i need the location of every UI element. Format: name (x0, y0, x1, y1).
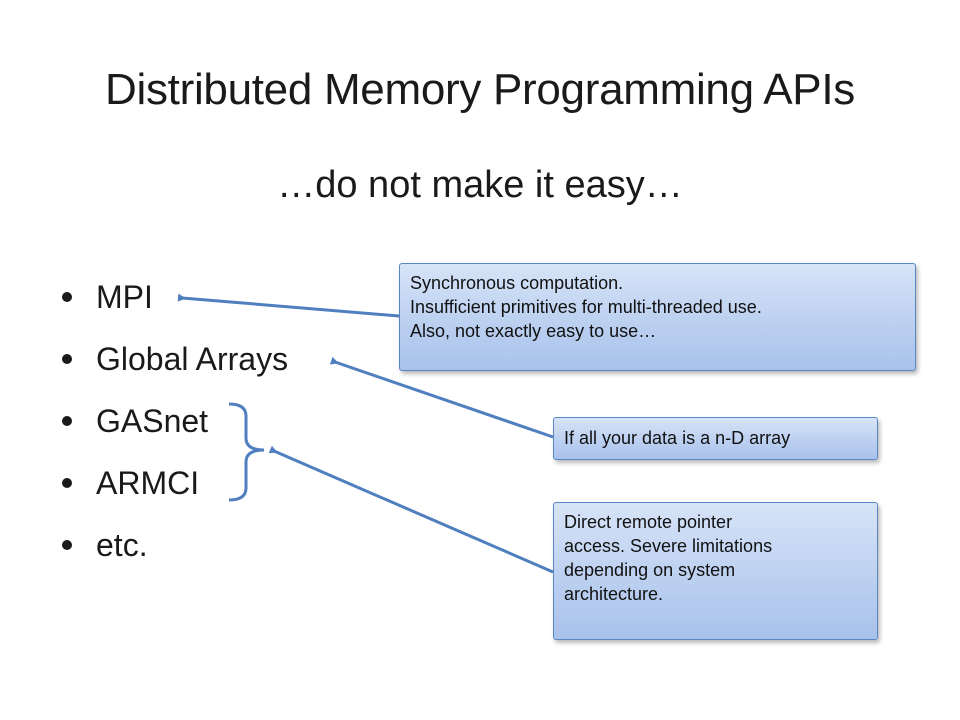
bullet-dot (62, 416, 72, 426)
bullet-item-gasnet: GASnet (58, 396, 288, 458)
bullet-text: GASnet (96, 403, 209, 439)
callout-line: access. Severe limitations (564, 536, 773, 556)
bullet-text: Global Arrays (96, 341, 289, 377)
callout-line: architecture. (564, 584, 664, 604)
slide-title: Distributed Memory Programming APIs (105, 65, 855, 114)
bullet-item-mpi: MPI (58, 272, 288, 334)
bullet-dot (62, 292, 72, 302)
callout-line: Insufficient primitives for multi-thread… (410, 297, 762, 317)
bullet-item-global-arrays: Global Arrays (58, 334, 288, 396)
callout-gasnet-armci-note: Direct remote pointer access. Severe lim… (553, 502, 878, 640)
bullet-item-etc: etc. (58, 520, 288, 582)
callout-line: Synchronous computation. (410, 273, 624, 293)
callout-mpi-note: Synchronous computation. Insufficient pr… (399, 263, 916, 371)
arrow-gasnet-armci (268, 445, 554, 574)
bullet-dot (62, 354, 72, 364)
arrow-global-arrays (329, 356, 554, 439)
callout-line: Also, not exactly easy to use… (410, 321, 657, 341)
bullet-text: ARMCI (96, 465, 200, 501)
bullet-list: MPI Global Arrays GASnet ARMCI etc. (58, 272, 288, 582)
slide-subtitle: …do not make it easy… (277, 164, 683, 206)
bullet-text: etc. (96, 527, 148, 563)
callout-global-arrays-note: If all your data is a n-D array (553, 417, 878, 460)
callout-line: If all your data is a n-D array (564, 428, 791, 448)
bullet-dot (62, 540, 72, 550)
callout-line: depending on system (564, 560, 736, 580)
bullet-dot (62, 478, 72, 488)
callout-line: Direct remote pointer (564, 512, 733, 532)
bullet-text: MPI (96, 279, 153, 315)
bullet-item-armci: ARMCI (58, 458, 288, 520)
